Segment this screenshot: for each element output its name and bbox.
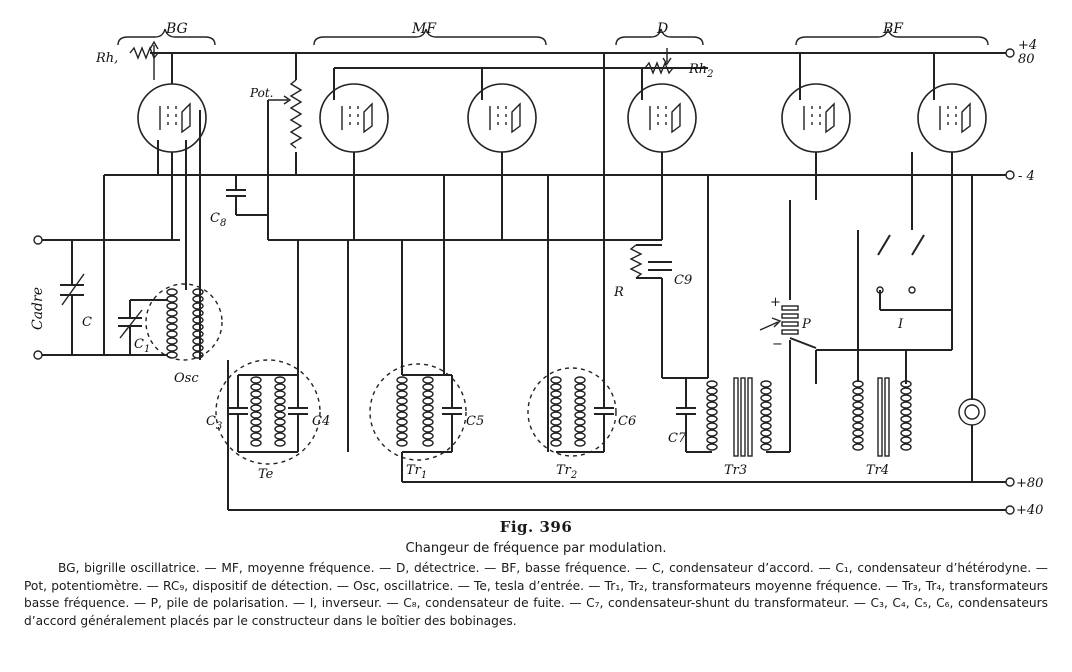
label-i: I (897, 317, 904, 332)
rail-label-plus4: +4 (1018, 38, 1037, 53)
label-tr1: Tr1 (406, 463, 427, 481)
label-minus: − (772, 337, 783, 352)
transformer-te (215, 359, 321, 465)
grid-bus (33, 175, 662, 360)
rail-label-plus40: +40 (1016, 503, 1043, 515)
label-r: R (613, 285, 624, 300)
label-c: C (82, 315, 92, 330)
label-c3: C3 (206, 414, 222, 432)
label-osc: Osc (174, 371, 199, 386)
label-rh2: Rh2 (688, 62, 714, 80)
tube-mf2 (467, 83, 537, 153)
potentiometer (267, 53, 303, 240)
label-te: Te (258, 467, 274, 482)
transformer-tr2 (527, 367, 617, 457)
capacitor-c-variable (60, 273, 85, 308)
tube-leads (157, 53, 953, 380)
section-braces (117, 28, 989, 46)
label-tr4: Tr4 (866, 463, 889, 478)
plus40-rail (227, 360, 1015, 515)
rail-label-minus4: - 4 (1018, 169, 1035, 184)
plus80-rail (401, 452, 1015, 487)
tube-detector (627, 83, 697, 153)
figure-title: Changeur de fréquence par modulation. (405, 541, 667, 556)
label-pot: Pot. (249, 86, 273, 100)
detector-rc9 (629, 244, 672, 290)
filament-rail (334, 48, 708, 75)
label-c7: C7 (668, 431, 687, 446)
figure-number: Fig. 396 (499, 518, 573, 536)
transformer-tr1 (369, 363, 467, 461)
section-label-d: D (656, 21, 668, 37)
minus4-rail (104, 170, 1015, 180)
label-c8: C8 (210, 211, 226, 229)
battery-p (759, 200, 817, 349)
loudspeaker (958, 398, 986, 482)
label-c1: C1 (134, 337, 150, 355)
tube-bf1 (781, 83, 851, 153)
section-label-mf: MF (411, 21, 437, 37)
label-c5: C5 (466, 414, 484, 429)
rail-label-80-top: 80 (1018, 52, 1035, 67)
top-rail (150, 48, 1015, 58)
figure-legend: BG, bigrille oscillatrice. — MF, moyenne… (24, 561, 1048, 628)
circuit-diagram: BG MF D BF +4 80 Rh, Rh2 Pot. (30, 21, 1043, 515)
capacitor-c1 (118, 299, 168, 356)
label-c9: C9 (674, 273, 692, 288)
transformer-tr3 (661, 290, 791, 457)
label-cadre: Cadre (30, 287, 46, 330)
section-label-bg: BG (165, 21, 188, 37)
section-label-bf: BF (882, 21, 904, 37)
transformer-tr4 (852, 350, 912, 457)
capacitor-c8 (226, 175, 268, 216)
label-plus: + (770, 295, 781, 310)
tube-bf2 (917, 83, 987, 153)
rail-label-plus80: +80 (1016, 476, 1043, 491)
label-rh1: Rh, (95, 51, 118, 66)
tube-mf1 (319, 83, 389, 153)
inverter-i (816, 152, 973, 400)
label-c6: C6 (618, 414, 636, 429)
label-p: P (801, 317, 811, 332)
tube-bigrille (137, 83, 207, 153)
label-tr2: Tr2 (556, 463, 577, 481)
label-tr3: Tr3 (724, 463, 747, 478)
vertical-wiring (297, 175, 907, 452)
rheostat-rh1 (129, 40, 159, 80)
oscillator-coils (145, 283, 223, 361)
label-c4: C4 (312, 414, 330, 429)
